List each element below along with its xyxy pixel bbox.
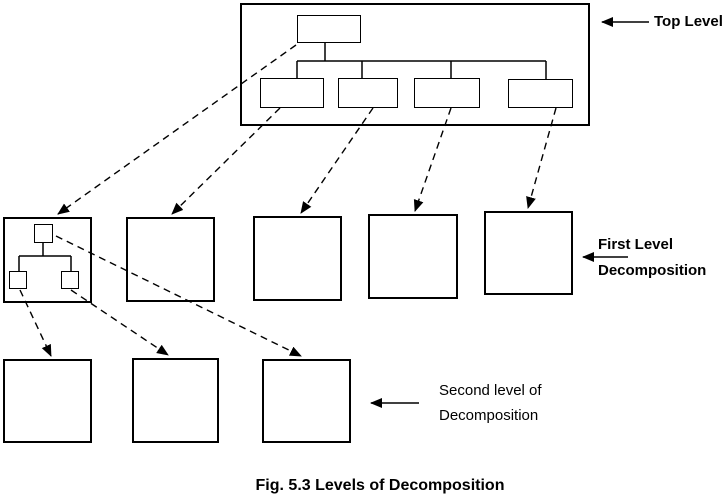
second-level-box-1	[3, 359, 92, 443]
second-level-label-line1: Second level of	[439, 382, 542, 399]
top-child-box-2	[338, 78, 398, 108]
top-child-box-1	[260, 78, 324, 108]
first-level-label: First Level Decomposition	[598, 232, 706, 284]
first-level-box-2	[126, 217, 215, 302]
first-level-label-line1: First Level	[598, 236, 674, 253]
subtree-child-box-2	[61, 271, 79, 289]
first-level-label-line2: Decomposition	[598, 262, 707, 279]
top-level-label: Top Level	[654, 9, 723, 34]
first-level-box-3	[253, 216, 342, 301]
top-root-box	[297, 15, 361, 43]
second-level-box-2	[132, 358, 219, 443]
first-level-box-5	[484, 211, 573, 295]
second-level-box-3	[262, 359, 351, 443]
top-child-box-3	[414, 78, 480, 108]
subtree-root-box	[34, 224, 53, 243]
first-level-box-4	[368, 214, 458, 299]
figure-caption: Fig. 5.3 Levels of Decomposition	[255, 477, 505, 494]
second-level-label: Second level of Decomposition	[439, 378, 542, 428]
second-level-label-line2: Decomposition	[439, 407, 539, 424]
top-level-label-text: Top Level	[654, 13, 723, 30]
top-child-box-4	[508, 79, 573, 108]
subtree-child-box-1	[9, 271, 27, 289]
